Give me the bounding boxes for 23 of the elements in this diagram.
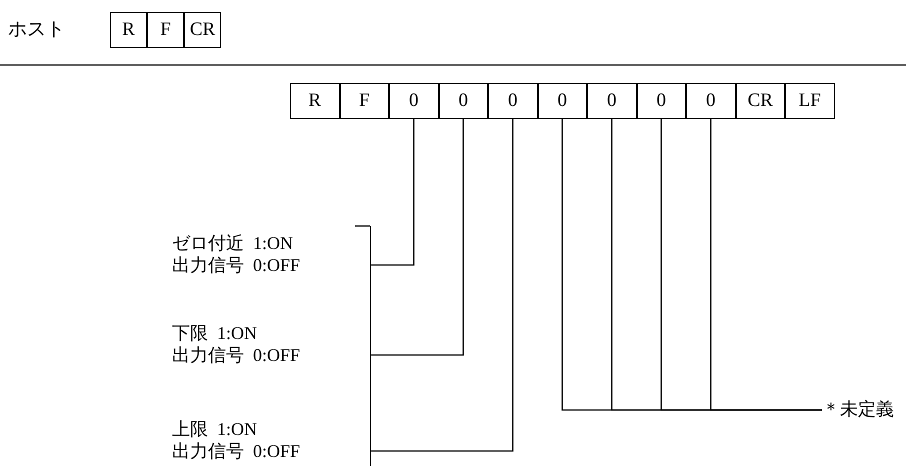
leader-line [370,119,464,356]
row-label: ホスト [8,18,65,42]
frame-cell: LF [785,83,834,119]
frame-cell: 0 [538,83,587,119]
frame-cell: CR [736,83,785,119]
frame-cell: 0 [389,83,438,119]
annotation: ゼロ付近 1:ON 出力信号 0:OFF [172,226,371,306]
annotation: 上限 1:ON 出力信号 0:OFF [172,396,371,466]
frame-cell: F [147,12,184,48]
frame-cell: CR [184,12,221,48]
leader-line [370,119,414,266]
frame-cell: 0 [636,83,686,119]
frame-cell: 0 [438,83,488,119]
leader-line [370,119,514,452]
annotation: ＊未定義 [822,398,904,422]
leader-line [710,119,822,411]
frame-cell: 0 [587,83,636,119]
frame-cell: R [290,83,340,119]
annotation: 下限 1:ON 出力信号 0:OFF [172,306,371,396]
frame-cell: 0 [686,83,736,119]
frame-cell: R [110,12,147,48]
frame-cell: 0 [488,83,538,119]
frame-cell: F [340,83,389,119]
